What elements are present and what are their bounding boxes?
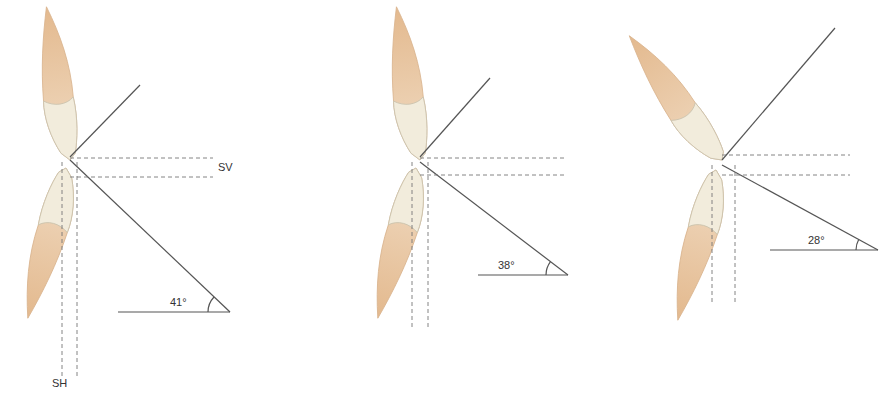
guide-lines [70,85,230,312]
dashed-reference [712,155,850,305]
dashed-reference [62,158,213,376]
angle-value: 41° [170,296,187,309]
angle-value: 28° [808,234,825,247]
guide-lines [420,78,568,275]
dashed-reference [412,158,565,330]
guide-lines [722,28,878,250]
tooth-pair [364,5,434,323]
tooth-pair [616,27,734,324]
plane-label: SV [218,161,233,174]
plane-label: SH [52,377,67,390]
angle-value: 38° [498,259,515,272]
